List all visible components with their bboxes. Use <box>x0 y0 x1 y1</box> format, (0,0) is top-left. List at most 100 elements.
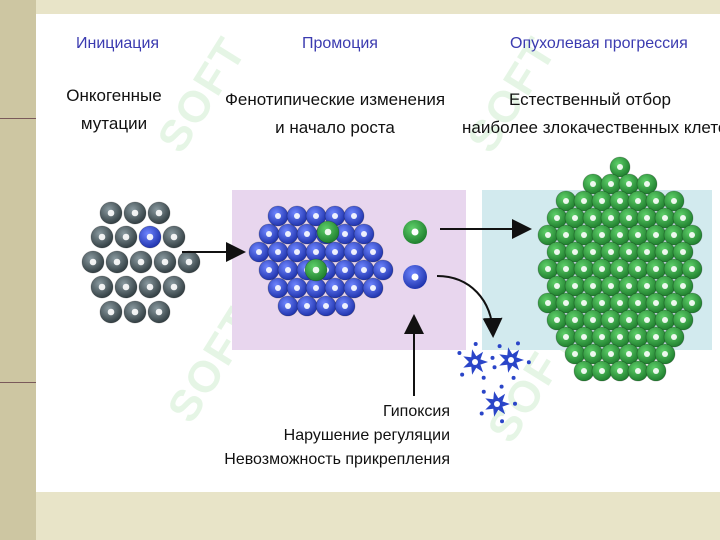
selected-cell <box>636 343 658 365</box>
normal-cell <box>90 225 114 249</box>
factors-list: Гипоксия Нарушение регуляции Невозможнос… <box>210 400 450 472</box>
mutant-cell <box>267 277 289 299</box>
caption-line: Естественный отбор <box>508 90 671 109</box>
selected-cell <box>591 326 613 348</box>
selected-cell <box>618 275 640 297</box>
selected-cell <box>564 207 586 229</box>
dying-cell <box>457 342 495 380</box>
mutant-cell <box>258 259 280 281</box>
selected-cell <box>618 173 640 195</box>
normal-cell <box>123 201 147 225</box>
selected-cell <box>681 292 703 314</box>
selected-cell <box>582 241 604 263</box>
selected-cell <box>316 220 340 244</box>
normal-cell <box>138 275 162 299</box>
initiation-cell-cluster <box>81 201 201 324</box>
single-blue-cell <box>403 265 427 289</box>
selected-cell <box>555 258 577 280</box>
selected-cell <box>609 326 631 348</box>
mutant-cell <box>138 225 162 249</box>
mutant-cell <box>353 259 375 281</box>
selected-cell <box>609 224 631 246</box>
normal-cell <box>129 250 153 274</box>
caption-progression: Естественный отбор наиболее злокачествен… <box>462 86 720 142</box>
normal-cell <box>162 275 186 299</box>
normal-cell <box>114 225 138 249</box>
mutant-cell <box>248 241 270 263</box>
selected-cell <box>654 207 676 229</box>
slide-rule-bottom <box>0 382 36 383</box>
selected-cell <box>627 360 649 382</box>
selected-cell <box>654 343 676 365</box>
caption-line: наиболее злокачественных клеток <box>462 118 720 137</box>
selected-cell <box>636 241 658 263</box>
selected-cell <box>582 343 604 365</box>
selected-cell <box>573 360 595 382</box>
selected-cell <box>672 275 694 297</box>
normal-cell <box>114 275 138 299</box>
selected-cell <box>537 258 559 280</box>
mutant-cell <box>324 241 346 263</box>
normal-cell <box>90 275 114 299</box>
selected-cell <box>663 258 685 280</box>
slide-rule-top <box>0 118 36 119</box>
caption-initiation: Онкогенные мутации <box>64 82 164 138</box>
normal-cell <box>123 300 147 324</box>
mutant-cell <box>267 205 289 227</box>
selected-cell <box>672 207 694 229</box>
selected-cell <box>304 258 328 282</box>
caption-line: Фенотипические изменения <box>224 90 446 109</box>
selected-cell <box>636 275 658 297</box>
mutant-cell <box>334 295 356 317</box>
caption-line: Онкогенные <box>66 86 162 105</box>
selected-cell <box>564 309 586 331</box>
caption-promotion: Фенотипические изменения и начало роста <box>222 86 448 142</box>
single-green-cell <box>403 220 427 244</box>
selected-cell <box>636 173 658 195</box>
factor-item: Гипоксия <box>382 403 450 420</box>
selected-cell <box>618 207 640 229</box>
mutant-cell <box>258 223 280 245</box>
normal-cell <box>162 225 186 249</box>
mutant-cell <box>315 295 337 317</box>
selected-cell <box>555 292 577 314</box>
normal-cell <box>99 201 123 225</box>
selected-cell <box>681 258 703 280</box>
selected-cell <box>645 292 667 314</box>
selected-cell <box>537 292 559 314</box>
stage-title-promotion: Промоция <box>302 35 378 52</box>
dying-cells <box>457 341 531 424</box>
mutant-cell <box>286 277 308 299</box>
selected-cell <box>591 258 613 280</box>
selected-cell <box>618 343 640 365</box>
selected-cell <box>645 224 667 246</box>
selected-cell <box>582 207 604 229</box>
selected-cell <box>573 224 595 246</box>
normal-cell <box>147 201 171 225</box>
selected-cell <box>618 241 640 263</box>
mutant-cell <box>324 277 346 299</box>
normal-cell <box>81 250 105 274</box>
selected-cell <box>663 190 685 212</box>
selected-cell <box>627 326 649 348</box>
selected-cell <box>645 326 667 348</box>
selected-cell <box>546 275 568 297</box>
caption-line: и начало роста <box>275 118 395 137</box>
selected-cell <box>600 241 622 263</box>
normal-cell <box>153 250 177 274</box>
stage-title-progression: Опухолевая прогрессия <box>510 35 688 52</box>
selected-cell <box>672 241 694 263</box>
mutant-cell <box>334 223 356 245</box>
selected-cell <box>573 258 595 280</box>
selected-cell <box>609 360 631 382</box>
selected-cell <box>663 224 685 246</box>
mutant-cell <box>277 295 299 317</box>
normal-cell <box>99 300 123 324</box>
mutant-cell <box>362 277 384 299</box>
selected-cell <box>591 360 613 382</box>
mutant-cell <box>277 223 299 245</box>
selected-cell <box>600 173 622 195</box>
caption-line: мутации <box>80 114 148 133</box>
selected-cell <box>600 343 622 365</box>
